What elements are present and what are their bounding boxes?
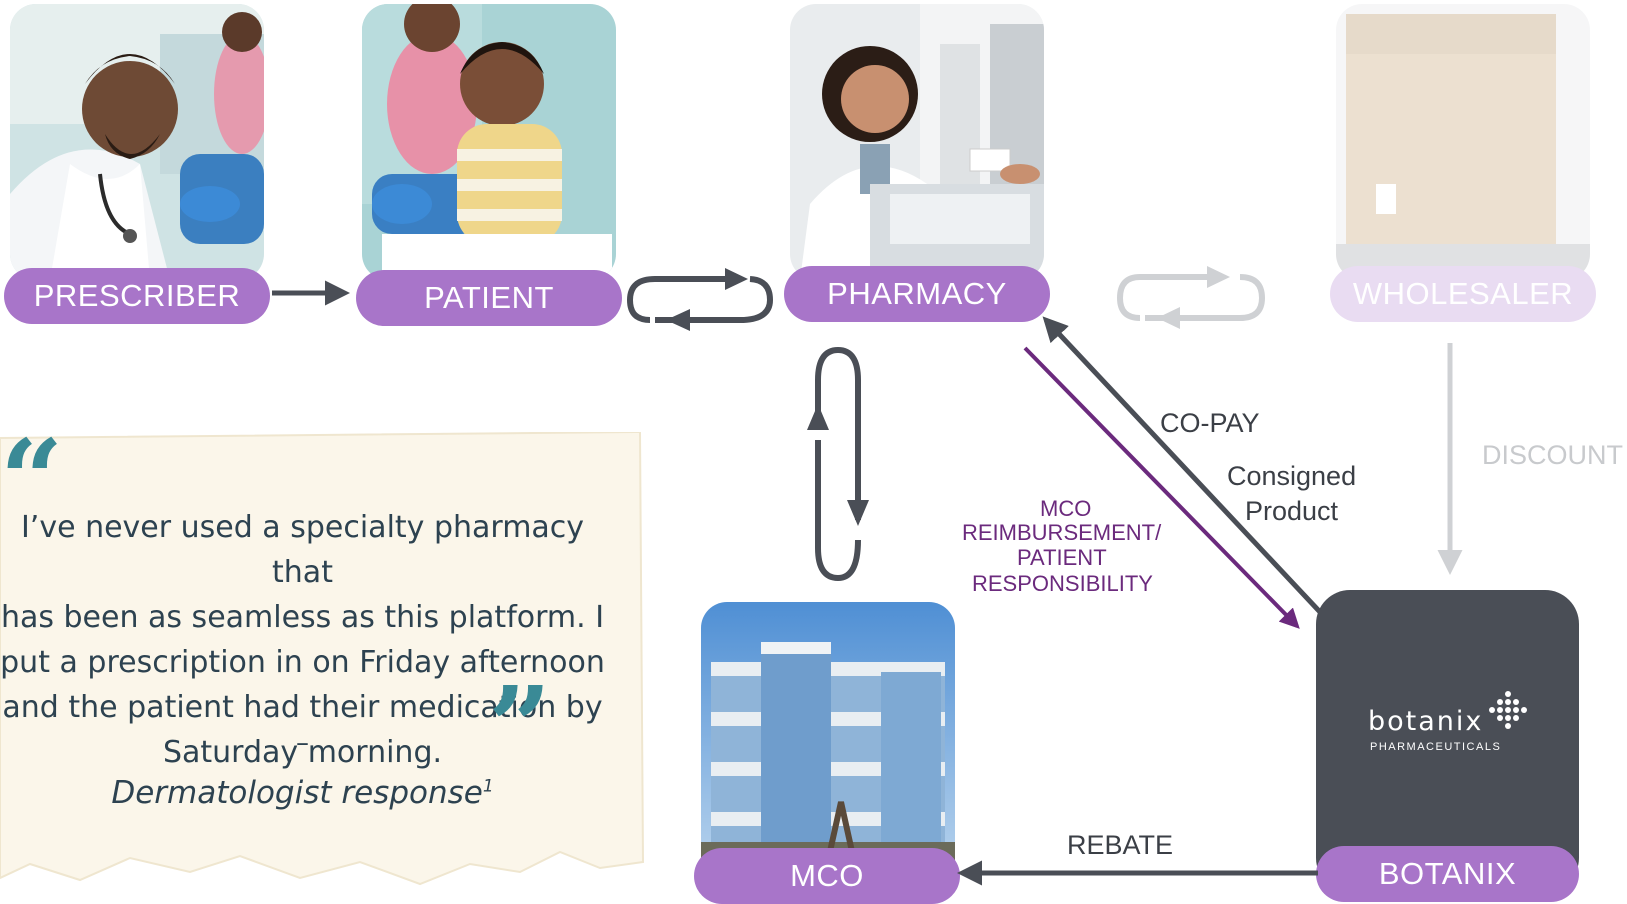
botanix-logo-box bbox=[1316, 590, 1579, 892]
copay-label: CO-PAY bbox=[1160, 408, 1260, 438]
quote-line: and the patient had their medication by bbox=[2, 690, 603, 725]
consigned-label-line1: Consigned bbox=[1227, 461, 1357, 491]
pharmacy-wholesaler-loop-arrow bbox=[1116, 274, 1266, 321]
open-quote-icon: “ bbox=[0, 415, 64, 544]
mco-reimb-label-line2: REIMBURSEMENT/ bbox=[962, 520, 1162, 545]
consigned-label-line2: Product bbox=[1245, 496, 1339, 526]
mco-reimb-label-line3: PATIENT bbox=[1017, 545, 1107, 570]
botanix-node: BOTANIX bbox=[1316, 846, 1579, 902]
quote-card bbox=[0, 432, 645, 886]
mco-reimbursement-arrow bbox=[1023, 346, 1300, 629]
pharmacy-mco-loop-arrow bbox=[815, 346, 861, 582]
prescriber-photo bbox=[10, 4, 264, 280]
quote-dash: – bbox=[296, 728, 309, 758]
prescriber-node: PRESCRIBER bbox=[4, 268, 270, 324]
patient-photo bbox=[362, 4, 616, 280]
copay-arrow bbox=[1042, 316, 1322, 614]
quote-attribution-text: Dermatologist response bbox=[111, 775, 483, 811]
pharmacy-node: PHARMACY bbox=[784, 266, 1050, 322]
rebate-label: REBATE bbox=[1067, 830, 1174, 860]
discount-label: DISCOUNT bbox=[1482, 440, 1623, 470]
patient-pharmacy-loop-arrow bbox=[626, 276, 774, 323]
quote-attribution: Dermatologist response1 bbox=[0, 775, 605, 811]
botanix-logo-mark-icon bbox=[1489, 691, 1527, 729]
mco-node: MCO bbox=[694, 848, 960, 904]
quote-text: I’ve never used a specialty pharmacy tha… bbox=[0, 505, 605, 775]
close-quote-icon: ” bbox=[488, 662, 552, 791]
botanix-logo-word: botanix bbox=[1368, 706, 1484, 737]
mco-reimb-label-line1: MCO bbox=[1040, 496, 1092, 521]
patient-node: PATIENT bbox=[356, 270, 622, 326]
quote-line: put a prescription in on Friday afternoo… bbox=[0, 645, 605, 680]
wholesaler-photo bbox=[1336, 4, 1590, 280]
quote-line: I’ve never used a specialty pharmacy tha… bbox=[20, 510, 585, 590]
quote-footnote: 1 bbox=[482, 776, 494, 797]
mco-reimb-label-line4: RESPONSIBILITY bbox=[972, 571, 1153, 596]
pharmacy-photo bbox=[790, 4, 1044, 280]
wholesaler-node: WHOLESALER bbox=[1330, 266, 1596, 322]
quote-line: has been as seamless as this platform. I bbox=[0, 600, 605, 635]
botanix-logo-sub: PHARMACEUTICALS bbox=[1370, 741, 1502, 753]
quote-line: Saturday morning. bbox=[162, 735, 443, 770]
